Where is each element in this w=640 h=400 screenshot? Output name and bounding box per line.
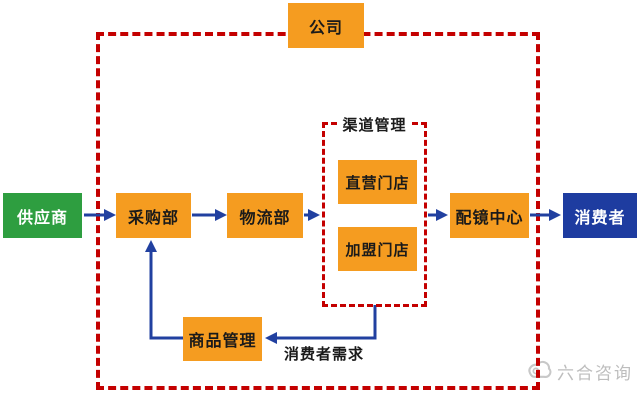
node-consumer-label: 消费者: [574, 209, 626, 227]
node-logistics-label: 物流部: [239, 209, 291, 227]
node-direct-store-label: 直营门店: [345, 174, 410, 192]
node-company: 公司: [288, 3, 364, 48]
channel-management-group: 渠道管理: [322, 114, 427, 307]
node-merchandise: 商品管理: [183, 317, 262, 361]
node-supplier-label: 供应商: [16, 209, 68, 227]
node-direct-store: 直营门店: [338, 160, 417, 204]
node-supplier: 供应商: [3, 193, 82, 238]
node-franchise-store: 加盟门店: [338, 227, 417, 271]
node-purchasing: 采购部: [116, 193, 191, 238]
node-purchasing-label: 采购部: [127, 209, 179, 227]
node-fitting-center: 配镜中心: [450, 193, 529, 238]
consumer-demand-label: 消费者需求: [284, 346, 365, 363]
watermark-text: 六合咨询: [557, 363, 633, 383]
node-fitting-center-label: 配镜中心: [455, 209, 524, 227]
watermark: 六合咨询: [526, 358, 633, 384]
node-franchise-store-label: 加盟门店: [345, 241, 410, 259]
channel-management-label: 渠道管理: [339, 114, 410, 135]
node-consumer: 消费者: [563, 193, 637, 238]
node-company-label: 公司: [308, 19, 343, 37]
node-merchandise-label: 商品管理: [188, 333, 257, 350]
node-logistics: 物流部: [227, 193, 303, 238]
